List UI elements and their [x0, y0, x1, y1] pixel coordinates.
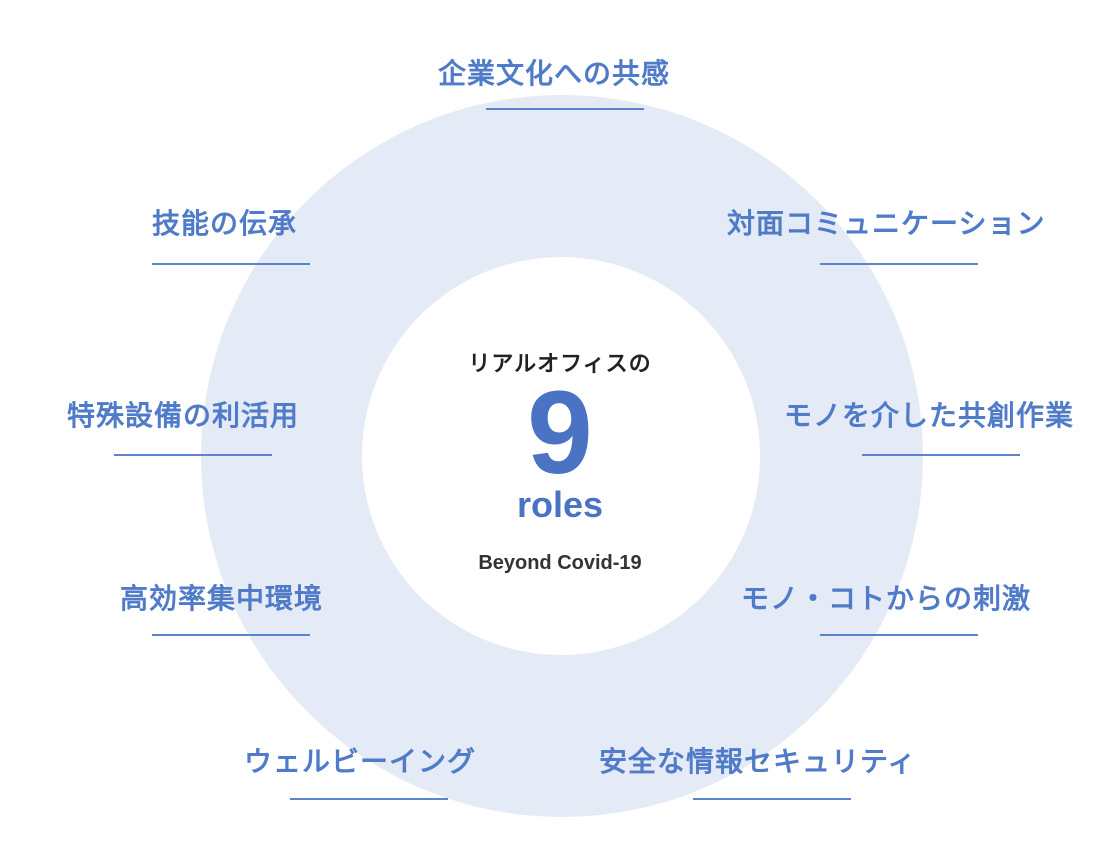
role-label-skills: 技能の伝承 — [152, 207, 298, 240]
role-label-focus: 高効率集中環境 — [120, 582, 324, 615]
role-underline-culture — [486, 108, 644, 110]
role-label-equipment: 特殊設備の利活用 — [67, 399, 300, 432]
role-label-security: 安全な情報セキュリティ — [599, 745, 917, 778]
role-underline-skills — [152, 263, 310, 265]
role-label-culture: 企業文化への共感 — [438, 57, 671, 90]
role-underline-security — [693, 798, 851, 800]
role-underline-face-to-face — [820, 263, 978, 265]
role-label-face-to-face: 対面コミュニケーション — [727, 207, 1046, 240]
role-underline-focus — [152, 634, 310, 636]
role-underline-stimulus — [820, 634, 978, 636]
role-underline-wellbeing — [290, 798, 448, 800]
center-subtitle: Beyond Covid-19 — [478, 552, 642, 574]
center-unit: roles — [516, 484, 604, 525]
role-underline-equipment — [114, 454, 272, 456]
center-kicker: リアルオフィスの — [468, 352, 652, 377]
role-underline-co-creation — [862, 454, 1020, 456]
role-label-co-creation: モノを介した共創作業 — [784, 399, 1075, 432]
center-number: 9 — [527, 367, 593, 499]
role-label-stimulus: モノ・コトからの刺激 — [741, 582, 1032, 615]
role-label-wellbeing: ウェルビーイング — [244, 745, 477, 778]
inner-circle — [362, 257, 760, 655]
